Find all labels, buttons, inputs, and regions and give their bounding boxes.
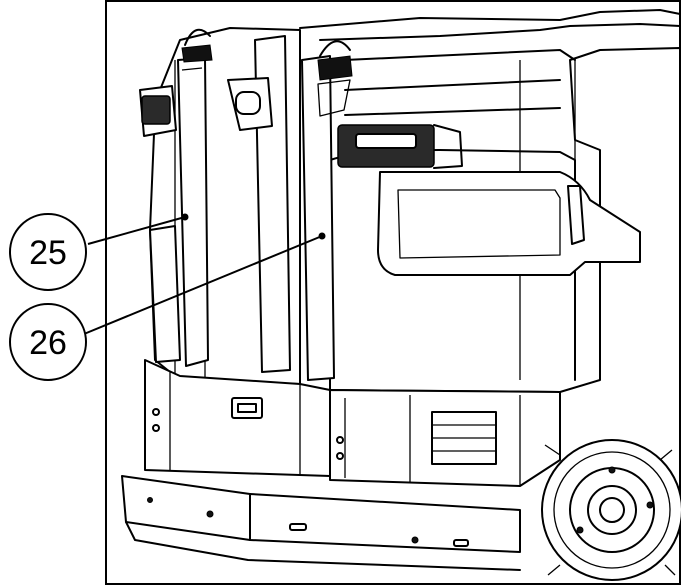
callout-25: 25 — [9, 213, 189, 291]
leader-dot-25 — [181, 213, 189, 221]
wheel — [541, 439, 681, 581]
hose-assembly — [139, 28, 353, 381]
callout-label-26: 26 — [29, 324, 67, 362]
callout-circle-25 — [9, 213, 87, 291]
squeegee — [121, 475, 521, 571]
callout-label-25: 25 — [29, 234, 67, 272]
leader-dot-26 — [318, 232, 326, 240]
callout-circle-26 — [9, 303, 87, 381]
leader-line-26 — [83, 235, 323, 335]
callout-26: 26 — [9, 232, 326, 381]
leader-line-25 — [87, 216, 186, 245]
